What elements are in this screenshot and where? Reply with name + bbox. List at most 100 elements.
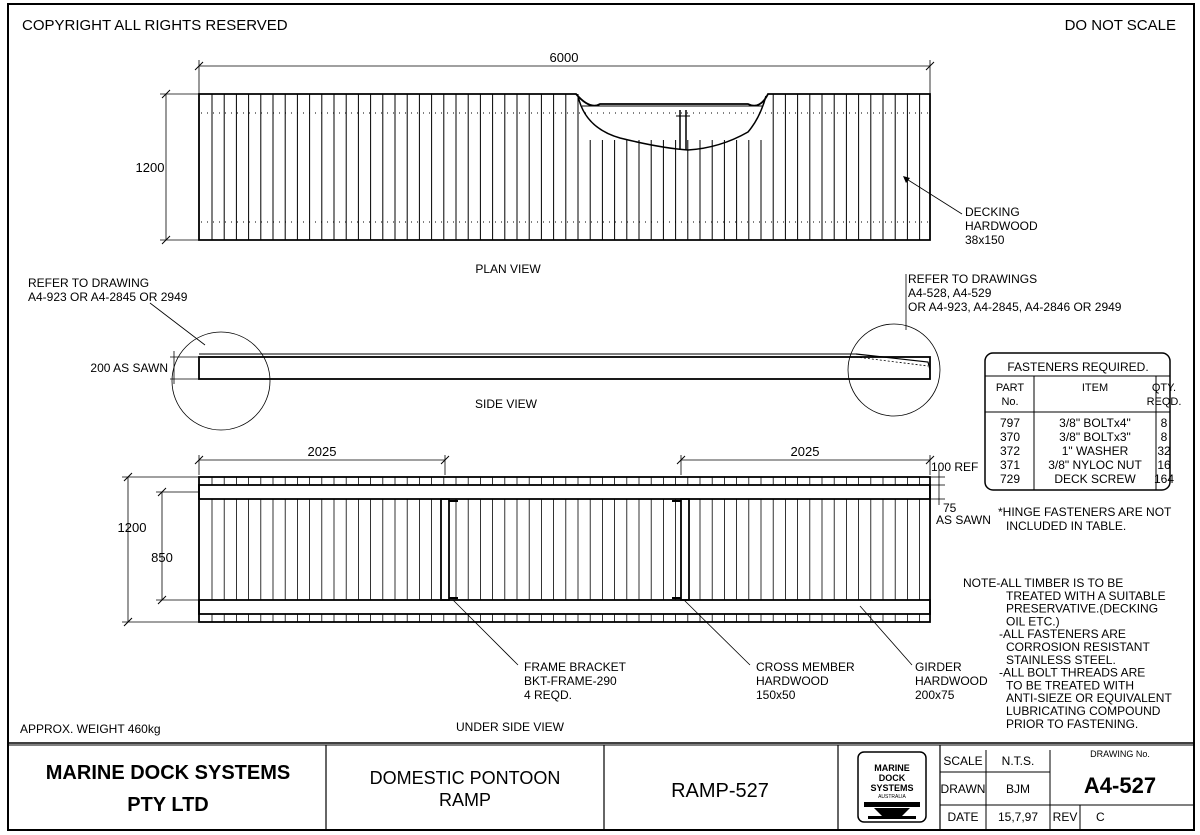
frame-bracket-3: 4 REQD. <box>524 688 572 702</box>
drawn-value: BJM <box>1006 782 1030 796</box>
cross-member-1: CROSS MEMBER <box>756 660 855 674</box>
description-2: RAMP <box>439 790 491 810</box>
fasteners-title: FASTENERS REQUIRED. <box>1007 360 1148 374</box>
note-line: TO BE TREATED WITH <box>1006 678 1134 692</box>
rev-label: REV <box>1053 810 1078 824</box>
col-part-2: No. <box>1001 396 1018 408</box>
note-line: OIL ETC.) <box>1006 614 1060 628</box>
svg-text:DOCK: DOCK <box>879 773 906 783</box>
cross-member-3: 150x50 <box>756 688 796 702</box>
side-view: REFER TO DRAWING A4-923 OR A4-2845 OR 29… <box>28 272 1122 431</box>
company-name-1: MARINE DOCK SYSTEMS <box>46 762 290 784</box>
left-hinge-detail-circle <box>171 331 271 431</box>
date-value: 15,7,97 <box>998 810 1038 824</box>
under-side-view: 2025 2025 1200 850 <box>118 444 991 734</box>
col-qty-2: REQD. <box>1147 396 1182 408</box>
right-span-dim: 2025 <box>791 444 820 459</box>
note-line: STAINLESS STEEL. <box>1006 653 1116 667</box>
girder-3: 200x75 <box>915 688 955 702</box>
fastener-item-cell: 3/8" BOLTx3" <box>1059 430 1131 444</box>
side-left-ref-2: A4-923 OR A4-2845 OR 2949 <box>28 290 188 304</box>
fastener-qty-cell: 32 <box>1157 444 1171 458</box>
date-label: DATE <box>947 810 978 824</box>
under-decking-boards <box>211 477 920 622</box>
note-line: ANTI-SIEZE OR EQUIVALENT <box>1006 691 1172 705</box>
fastener-item-cell: 3/8" BOLTx4" <box>1059 416 1131 430</box>
frame-bracket-1: FRAME BRACKET <box>524 660 627 674</box>
fastener-part-cell: 371 <box>1000 458 1020 472</box>
decking-note-2: HARDWOOD <box>965 219 1038 233</box>
cross-member-right <box>680 498 690 601</box>
sawn-dim-1: 75 <box>943 501 957 515</box>
note-line: NOTE-ALL TIMBER IS TO BE <box>963 576 1123 590</box>
cross-member-left <box>440 498 450 601</box>
side-right-ref-3: OR A4-923, A4-2845, A4-2846 OR 2949 <box>908 300 1122 314</box>
side-right-ref-1: REFER TO DRAWINGS <box>908 272 1037 286</box>
fasteners-table: FASTENERS REQUIRED. PART No. ITEM QTY. R… <box>984 352 1182 491</box>
company-name-2: PTY LTD <box>127 794 208 816</box>
scale-label: SCALE <box>943 754 982 768</box>
fastener-qty-cell: 8 <box>1161 430 1168 444</box>
top-girder <box>198 484 931 500</box>
girder-1: GIRDER <box>915 660 962 674</box>
drawn-label: DRAWN <box>941 782 986 796</box>
fastener-qty-cell: 16 <box>1157 458 1171 472</box>
fastener-item-cell: 3/8" NYLOC NUT <box>1048 458 1142 472</box>
note-line: CORROSION RESISTANT <box>1006 640 1150 654</box>
scale-value: N.T.S. <box>1002 754 1035 768</box>
under-inner-dim: 850 <box>151 550 173 565</box>
approx-weight: APPROX. WEIGHT 460kg <box>20 722 161 736</box>
svg-text:AUSTRALIA: AUSTRALIA <box>878 794 906 800</box>
note-line: LUBRICATING COMPOUND <box>1006 704 1161 718</box>
svg-text:SYSTEMS: SYSTEMS <box>870 783 913 793</box>
col-qty-1: QTY. <box>1152 382 1176 394</box>
do-not-scale-text: DO NOT SCALE <box>1065 17 1176 34</box>
fastener-part-cell: 372 <box>1000 444 1020 458</box>
copyright-text: COPYRIGHT ALL RIGHTS RESERVED <box>22 17 288 34</box>
plan-view: 6000 1200 PLAN VIEW DECKING HARDWOOD 38x… <box>136 50 1038 276</box>
col-part-1: PART <box>996 382 1025 394</box>
drawing-no-label: DRAWING No. <box>1090 749 1150 759</box>
plan-width-dim: 1200 <box>136 160 165 175</box>
plan-view-title: PLAN VIEW <box>475 262 541 276</box>
model-number: RAMP-527 <box>671 780 769 802</box>
rev-value: C <box>1096 810 1105 824</box>
svg-text:MARINE: MARINE <box>874 763 910 773</box>
col-item: ITEM <box>1082 382 1108 394</box>
note-line: PRESERVATIVE.(DECKING <box>1006 602 1158 616</box>
girder-2: HARDWOOD <box>915 674 988 688</box>
bottom-girder <box>198 599 931 615</box>
note-line: -ALL FASTENERS ARE <box>999 627 1126 641</box>
plan-decking-boards <box>211 94 921 240</box>
under-width-dim: 1200 <box>118 520 147 535</box>
right-hinge-detail-circle <box>847 323 941 417</box>
fastener-item-cell: 1" WASHER <box>1062 444 1129 458</box>
side-right-ref-2: A4-528, A4-529 <box>908 286 992 300</box>
fastener-qty-cell: 164 <box>1154 472 1174 486</box>
note-line: TREATED WITH A SUITABLE <box>1006 589 1166 603</box>
drawing-number: A4-527 <box>1084 773 1156 798</box>
description-1: DOMESTIC PONTOON <box>370 768 561 788</box>
hinge-note-2: INCLUDED IN TABLE. <box>1006 519 1126 533</box>
fastener-part-cell: 797 <box>1000 416 1020 430</box>
side-view-title: SIDE VIEW <box>475 397 538 411</box>
left-span-dim: 2025 <box>308 444 337 459</box>
side-left-ref-1: REFER TO DRAWING <box>28 276 149 290</box>
decking-note-3: 38x150 <box>965 233 1005 247</box>
side-thickness-dim: 200 AS SAWN <box>90 361 168 375</box>
note-line: -ALL BOLT THREADS ARE <box>999 666 1145 680</box>
sheet-border <box>7 3 1195 831</box>
fastener-qty-cell: 8 <box>1161 416 1168 430</box>
hinge-note-1: *HINGE FASTENERS ARE NOT <box>998 505 1172 519</box>
ref-dim: 100 REF <box>931 460 978 474</box>
cross-member-2: HARDWOOD <box>756 674 829 688</box>
sawn-dim-2: AS SAWN <box>936 513 991 527</box>
under-side-view-title: UNDER SIDE VIEW <box>456 720 565 734</box>
plan-length-dim: 6000 <box>550 50 579 65</box>
title-block: MARINE DOCK SYSTEMS PTY LTD DOMESTIC PON… <box>8 742 1194 830</box>
fastener-part-cell: 370 <box>1000 430 1020 444</box>
company-logo: MARINE DOCK SYSTEMS AUSTRALIA <box>857 751 927 823</box>
note-line: PRIOR TO FASTENING. <box>1006 717 1138 731</box>
